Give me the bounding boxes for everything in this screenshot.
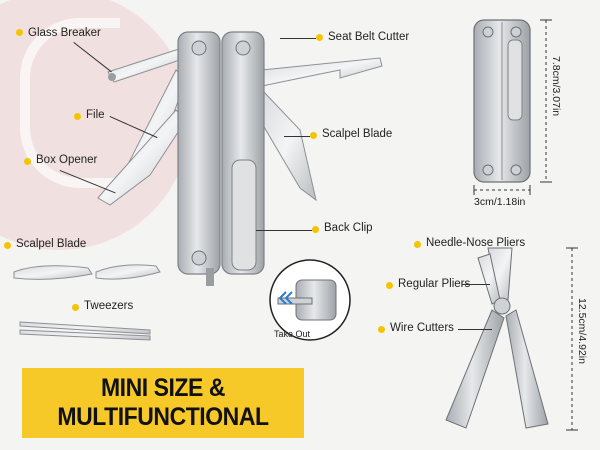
scalpel-blade-left-label: Scalpel Blade — [16, 238, 87, 250]
headline-text: MINI SIZE & MULTIFUNCTIONAL — [33, 374, 292, 432]
scalpel-blade-left-bullet — [4, 242, 11, 249]
seat-belt-cutter-blade — [261, 57, 383, 87]
regular-pliers-bullet — [386, 282, 393, 289]
file-label: File — [86, 109, 105, 121]
tweezers-tool — [19, 321, 151, 341]
pliers-tool-view — [445, 247, 549, 429]
scalpel-blade-right — [259, 88, 317, 202]
tweezers-bullet — [72, 304, 79, 311]
dimension-lines-open — [566, 247, 578, 431]
tweezers-label: Tweezers — [84, 300, 134, 312]
length-open-dimension: 12.5cm/4.92in — [576, 298, 588, 364]
wire-cutters-leader — [458, 329, 492, 330]
dimension-lines-closed — [473, 19, 552, 195]
regular-pliers-leader — [462, 284, 490, 285]
glass-breaker-label: Glass Breaker — [28, 27, 101, 39]
watermark-letter — [20, 18, 120, 188]
back-clip-leader — [256, 230, 312, 231]
box-opener-bullet — [24, 158, 31, 165]
take-out-label: Take Out — [274, 329, 311, 339]
file-bullet — [74, 113, 81, 120]
scalpel-blades-left — [13, 264, 161, 280]
needle-nose-pliers-label: Needle-Nose Pliers — [426, 237, 526, 249]
width-closed-dimension: 3cm/1.18in — [474, 196, 526, 208]
wire-cutters-bullet — [378, 326, 385, 333]
needle-nose-pliers-bullet — [414, 241, 421, 248]
seat-belt-cutter-label: Seat Belt Cutter — [328, 31, 410, 43]
back-clip-label: Back Clip — [324, 222, 373, 234]
regular-pliers-label: Regular Pliers — [398, 278, 471, 290]
seat-belt-cutter-leader — [280, 38, 316, 39]
seat-belt-cutter-bullet — [316, 34, 323, 41]
scalpel-blade-right-label: Scalpel Blade — [322, 128, 393, 140]
headline-line-1: MINI SIZE & — [100, 374, 225, 402]
back-clip-bullet — [312, 226, 319, 233]
height-closed-dimension: 7.8cm/3.07in — [550, 56, 562, 117]
box-opener-label: Box Opener — [36, 154, 98, 166]
take-out-inset — [269, 259, 351, 341]
wire-cutters-label: Wire Cutters — [390, 322, 454, 334]
scalpel-blade-right-leader — [284, 136, 310, 137]
headline-banner: MINI SIZE & MULTIFUNCTIONAL — [22, 368, 304, 438]
box-opener-blade — [97, 109, 187, 206]
multitool-handles — [177, 31, 265, 286]
headline-line-2: MULTIFUNCTIONAL — [57, 403, 269, 431]
scalpel-blade-right-bullet — [310, 132, 317, 139]
glass-breaker-bullet — [16, 29, 23, 36]
closed-tool-view — [473, 19, 531, 183]
